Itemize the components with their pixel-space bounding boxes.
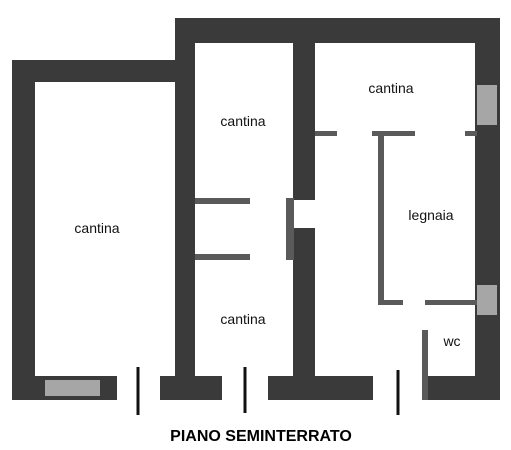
wall xyxy=(175,18,195,400)
wall xyxy=(475,18,500,400)
wall xyxy=(175,18,500,43)
room-label-cantina-mid-top: cantina xyxy=(220,113,265,129)
partition xyxy=(378,300,403,305)
room-label-wc: wc xyxy=(442,333,460,349)
partition xyxy=(465,131,477,136)
entrance-ticks xyxy=(136,367,400,415)
walls-left-room xyxy=(12,60,190,400)
window-marks xyxy=(477,85,497,125)
wall xyxy=(428,376,500,400)
partition xyxy=(378,136,384,304)
wall xyxy=(12,60,35,400)
wall xyxy=(268,376,373,400)
walls-internal xyxy=(195,40,477,400)
wall xyxy=(160,376,222,400)
wall xyxy=(293,40,315,200)
partition xyxy=(422,330,428,400)
window-marks xyxy=(477,285,497,315)
room-label-cantina-left: cantina xyxy=(74,220,119,236)
partition xyxy=(195,254,250,260)
partition xyxy=(195,198,250,204)
room-label-cantina-mid-bottom: cantina xyxy=(220,311,265,327)
walls-outer xyxy=(160,18,500,400)
stair-marks xyxy=(45,380,100,396)
wall xyxy=(293,228,315,400)
partition xyxy=(286,198,294,260)
partition xyxy=(372,131,415,136)
plan-title: PIANO SEMINTERRATO xyxy=(170,428,352,445)
partition xyxy=(315,131,337,136)
room-label-legnaia: legnaia xyxy=(408,207,453,223)
partition xyxy=(425,300,477,305)
room-label-cantina-right: cantina xyxy=(368,80,413,96)
wall xyxy=(12,60,190,82)
